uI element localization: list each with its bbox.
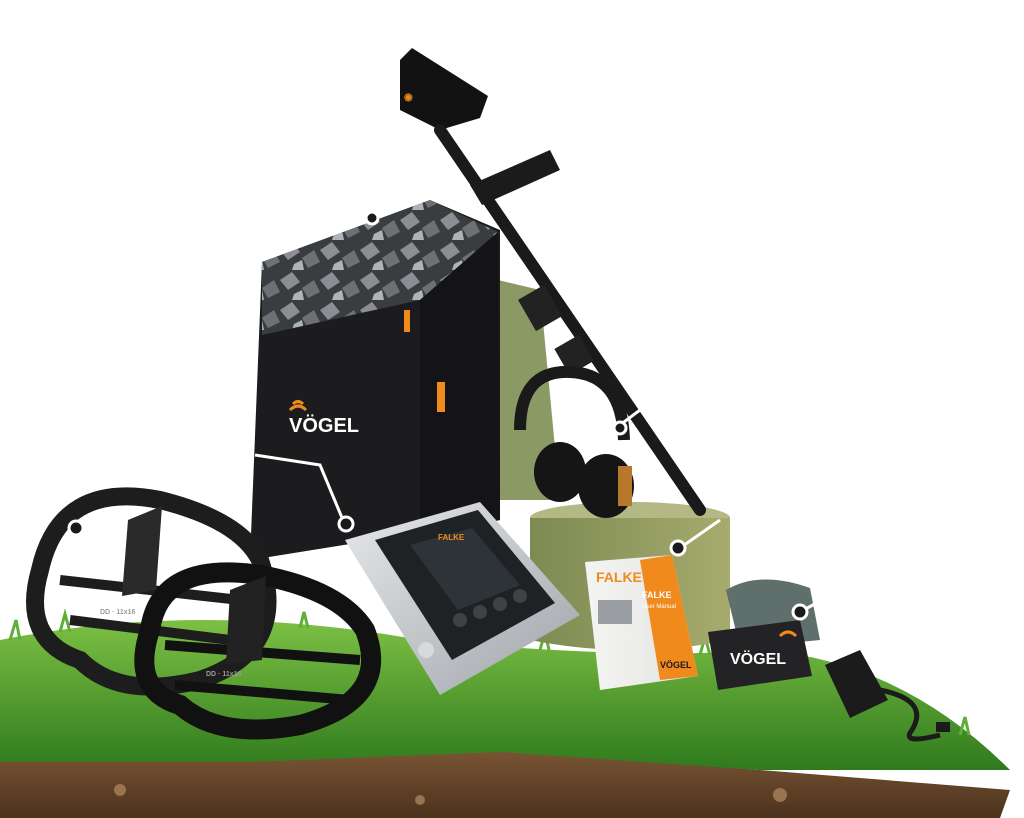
warranty-card: VÖGEL bbox=[708, 620, 812, 690]
ground-soil bbox=[0, 750, 1010, 818]
charger bbox=[825, 650, 950, 742]
user-manual: FALKE FALKE User Manual VÖGEL bbox=[585, 555, 698, 690]
svg-text:VÖGEL: VÖGEL bbox=[730, 649, 786, 668]
search-coil-back: DD · 11x16 bbox=[26, 487, 277, 696]
zipper-pull bbox=[404, 310, 410, 332]
backpack: VÖGEL bbox=[250, 200, 500, 560]
callout-marker-card bbox=[791, 603, 809, 621]
search-coil-front: DD · 11x16 bbox=[134, 562, 382, 740]
cuff-logo: ◉ bbox=[404, 92, 413, 103]
callout-marker-manual bbox=[669, 539, 687, 557]
bag-brand-logo: VÖGEL bbox=[288, 400, 359, 437]
shaft-lock-lower bbox=[554, 335, 594, 375]
headphones bbox=[514, 365, 634, 518]
headphone-accent bbox=[618, 466, 632, 506]
shaft-lock bbox=[518, 284, 562, 332]
svg-text:VÖGEL: VÖGEL bbox=[289, 414, 359, 437]
svg-text:FALKE: FALKE bbox=[438, 533, 465, 542]
detector-shaft: ◉ bbox=[400, 48, 706, 516]
svg-text:FALKE: FALKE bbox=[642, 590, 672, 600]
svg-text:DD · 11x16: DD · 11x16 bbox=[100, 609, 136, 616]
strap-buckle bbox=[437, 382, 445, 412]
callout-marker-coil bbox=[67, 519, 85, 537]
svg-text:VÖGEL: VÖGEL bbox=[660, 660, 692, 670]
manual-device-image bbox=[598, 600, 632, 624]
device-screen bbox=[410, 528, 520, 610]
callout-lines bbox=[254, 408, 823, 614]
callout-marker-bag bbox=[364, 210, 380, 226]
callout-marker-headphones bbox=[612, 420, 628, 436]
device-button-1 bbox=[453, 613, 467, 627]
device-button-3 bbox=[493, 597, 507, 611]
handle-grip bbox=[470, 150, 560, 205]
svg-text:FALKE: FALKE bbox=[596, 569, 642, 585]
svg-text:DD · 11x16: DD · 11x16 bbox=[206, 671, 242, 678]
arm-cuff bbox=[400, 48, 488, 130]
control-unit: FALKE bbox=[345, 502, 580, 695]
device-button-2 bbox=[473, 605, 487, 619]
svg-text:User Manual: User Manual bbox=[642, 604, 676, 610]
device-button-4 bbox=[513, 589, 527, 603]
callout-marker-control-unit bbox=[337, 515, 355, 533]
device-knob bbox=[418, 642, 434, 658]
